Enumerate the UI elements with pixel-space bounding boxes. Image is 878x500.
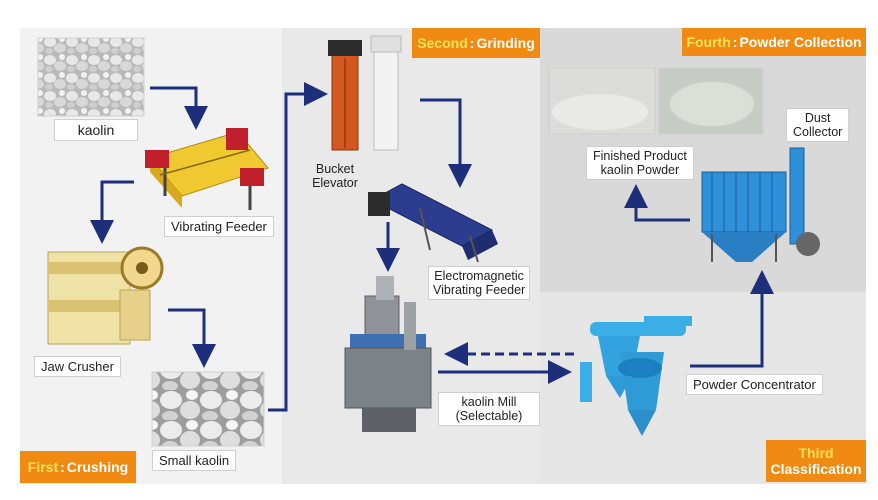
- flow-arrows: [102, 88, 762, 410]
- jaw-crusher-machine: [48, 248, 162, 344]
- label-bucket-elevator-line2: Elevator: [300, 176, 370, 190]
- stage-first-number: First: [28, 459, 58, 475]
- stage-third-name: Classification: [770, 461, 861, 477]
- stage-fourth-number: Fourth: [686, 34, 730, 50]
- label-mill-line1: kaolin Mill: [443, 395, 535, 409]
- label-bucket-elevator: Bucket Elevator: [300, 162, 370, 190]
- label-dust-line2: Collector: [793, 125, 842, 139]
- arrow-elevator-to-feeder: [420, 100, 460, 176]
- label-kaolin-mill: kaolin Mill (Selectable): [438, 392, 540, 426]
- arrow-small-to-elevator: [268, 94, 316, 410]
- stage-second-tag: Second:Grinding: [412, 28, 540, 58]
- label-jaw-crusher: Jaw Crusher: [34, 356, 121, 377]
- stage-second-number: Second: [417, 35, 468, 51]
- stage-third-number: Third: [799, 445, 834, 461]
- stage-fourth-name: Powder Collection: [739, 34, 861, 50]
- label-finished-product: Finished Product kaolin Powder: [586, 146, 694, 180]
- arrow-feeder-to-crusher: [102, 182, 134, 232]
- arrow-collector-to-product: [636, 196, 690, 220]
- label-finished-line2: kaolin Powder: [593, 163, 687, 177]
- small-kaolin-photo: [152, 372, 264, 446]
- kaolin-photo: [38, 38, 144, 116]
- stage-second-separator: :: [470, 35, 475, 51]
- stage-fourth-tag: Fourth:Powder Collection: [682, 28, 866, 56]
- bucket-elevator-machine: [328, 36, 401, 150]
- stage-first-name: Crushing: [67, 459, 128, 475]
- arrow-kaolin-to-feeder: [150, 88, 196, 118]
- label-mill-line2: (Selectable): [443, 409, 535, 423]
- powder-concentrator-machine: [580, 316, 692, 436]
- stage-second-name: Grinding: [476, 35, 534, 51]
- vibrating-feeder-machine: [145, 128, 268, 210]
- stage-first-separator: :: [60, 459, 65, 475]
- kaolin-mill-machine: [345, 276, 431, 432]
- label-dust-collector: Dust Collector: [786, 108, 849, 142]
- arrow-concentrator-to-collector: [690, 282, 762, 366]
- arrow-crusher-to-small: [168, 310, 204, 356]
- stage-fourth-separator: :: [733, 34, 738, 50]
- label-powder-concentrator: Powder Concentrator: [686, 374, 823, 395]
- dust-collector-machine: [702, 148, 820, 262]
- label-finished-line1: Finished Product: [593, 149, 687, 163]
- label-kaolin: kaolin: [54, 119, 138, 141]
- label-bucket-elevator-line1: Bucket: [300, 162, 370, 176]
- label-vibrating-feeder: Vibrating Feeder: [164, 216, 274, 237]
- stage-first-tag: First:Crushing: [20, 451, 136, 483]
- label-electromagnetic-feeder: Electromagnetic Vibrating Feeder: [428, 266, 530, 300]
- label-electromagnetic-line1: Electromagnetic: [433, 269, 525, 283]
- label-electromagnetic-line2: Vibrating Feeder: [433, 283, 525, 297]
- label-dust-line1: Dust: [793, 111, 842, 125]
- label-small-kaolin: Small kaolin: [152, 450, 236, 471]
